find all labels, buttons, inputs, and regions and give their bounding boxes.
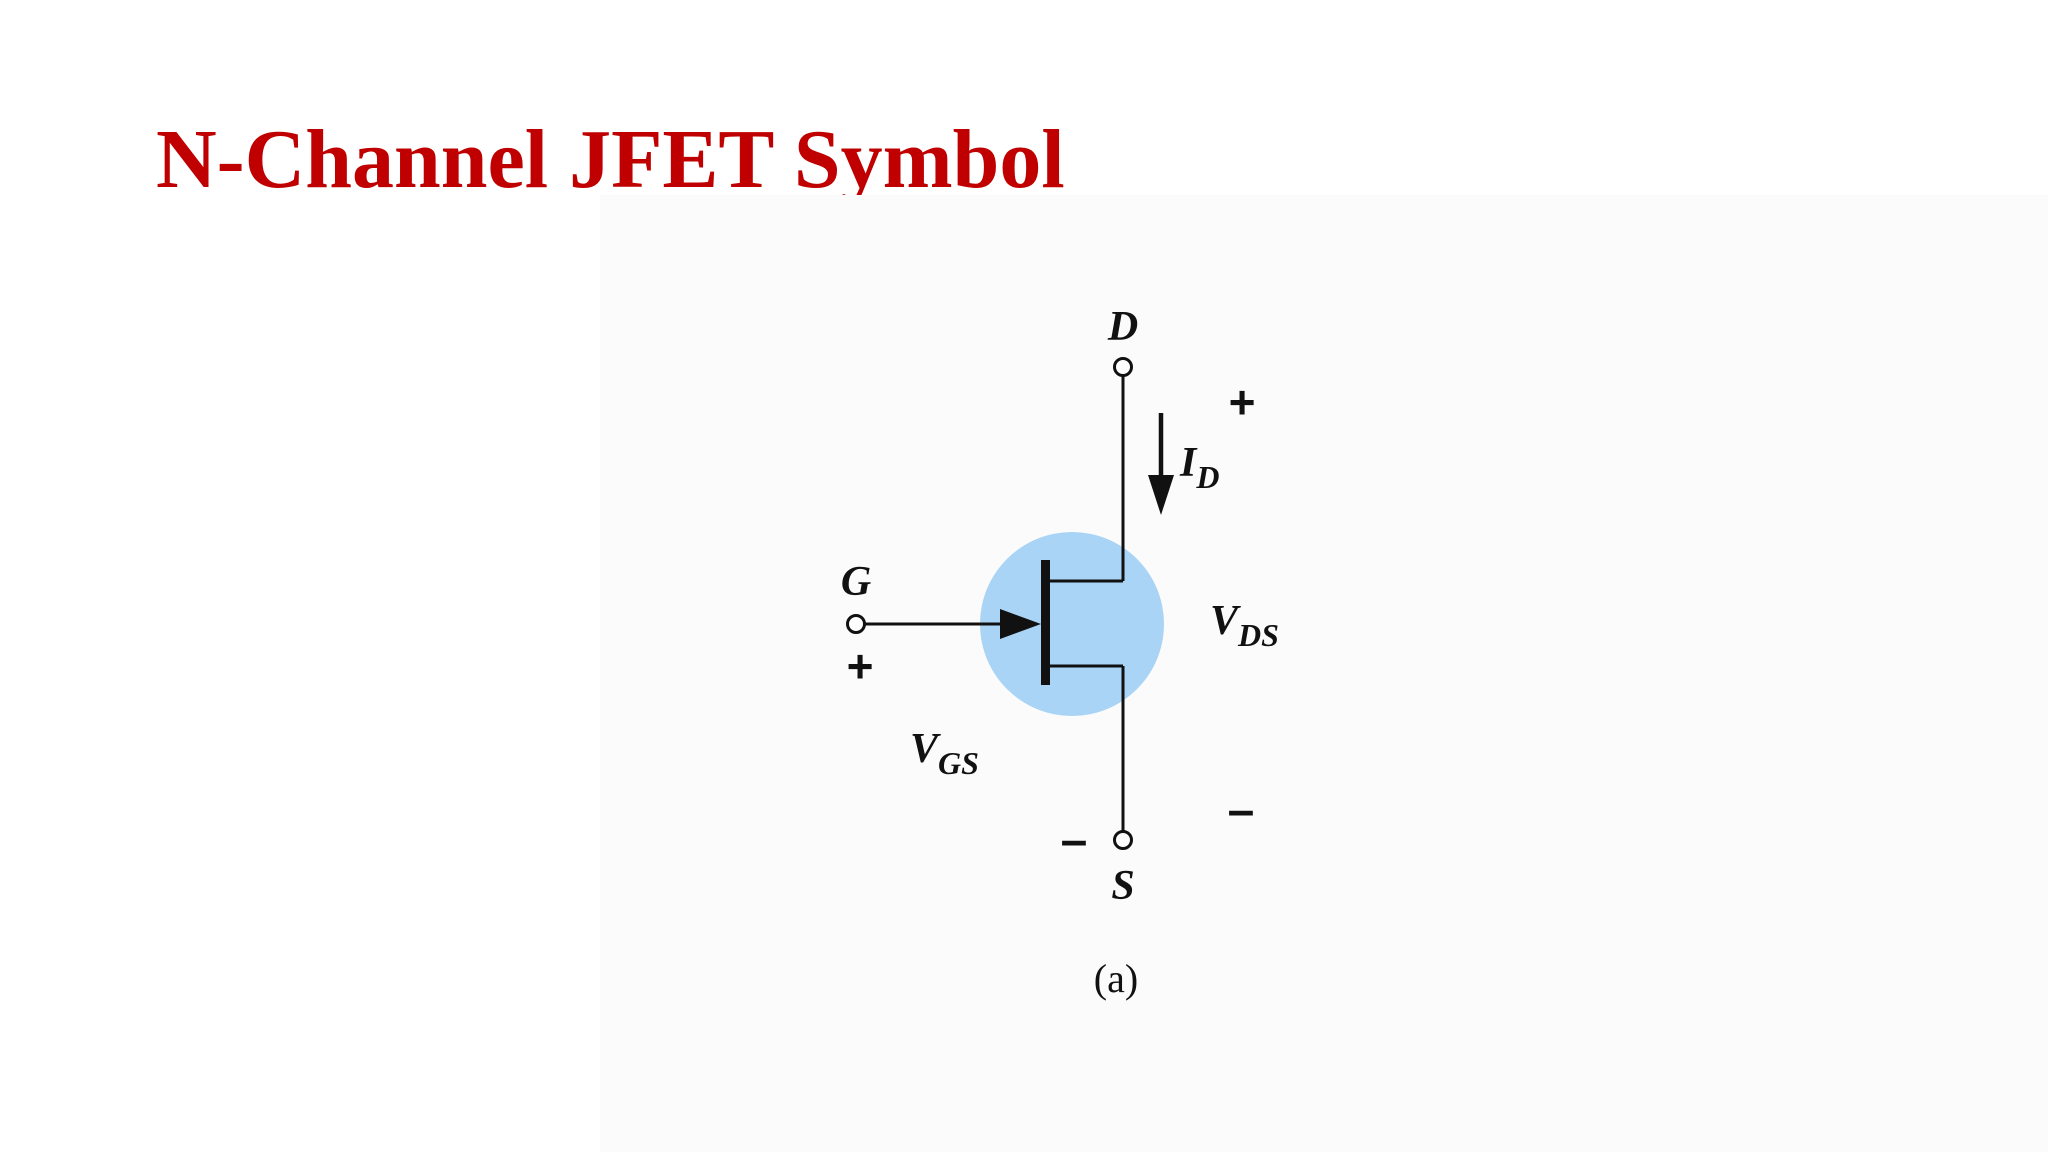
drain-label: D [1107, 304, 1138, 350]
id-arrow-icon [1148, 475, 1174, 515]
current-symbol: I [1179, 440, 1198, 486]
vds-plus: + [1229, 376, 1256, 428]
vgs-label: VGS [910, 726, 979, 781]
channel-bar [1041, 560, 1050, 685]
figure-caption: (a) [1094, 956, 1138, 1001]
slide-title: N-Channel JFET Symbol [156, 113, 1065, 206]
source-terminal [1113, 830, 1133, 850]
vds-subscript: DS [1237, 617, 1279, 653]
vds-symbol: V [1210, 598, 1241, 644]
vgs-plus: + [847, 640, 874, 692]
vds-label: VDS [1210, 598, 1279, 653]
source-label: S [1111, 863, 1134, 909]
gate-terminal [846, 614, 866, 634]
drain-terminal [1113, 357, 1133, 377]
vgs-subscript: GS [938, 745, 979, 781]
vgs-minus: – [1061, 814, 1088, 867]
current-subscript: D [1195, 459, 1219, 495]
figure-panel [600, 195, 2048, 1152]
vds-minus: – [1228, 784, 1255, 837]
vgs-symbol: V [910, 726, 941, 772]
gate-label: G [841, 559, 871, 605]
current-label: ID [1179, 440, 1219, 495]
highlight-circle [980, 532, 1164, 716]
gate-arrow-icon [1000, 609, 1041, 639]
